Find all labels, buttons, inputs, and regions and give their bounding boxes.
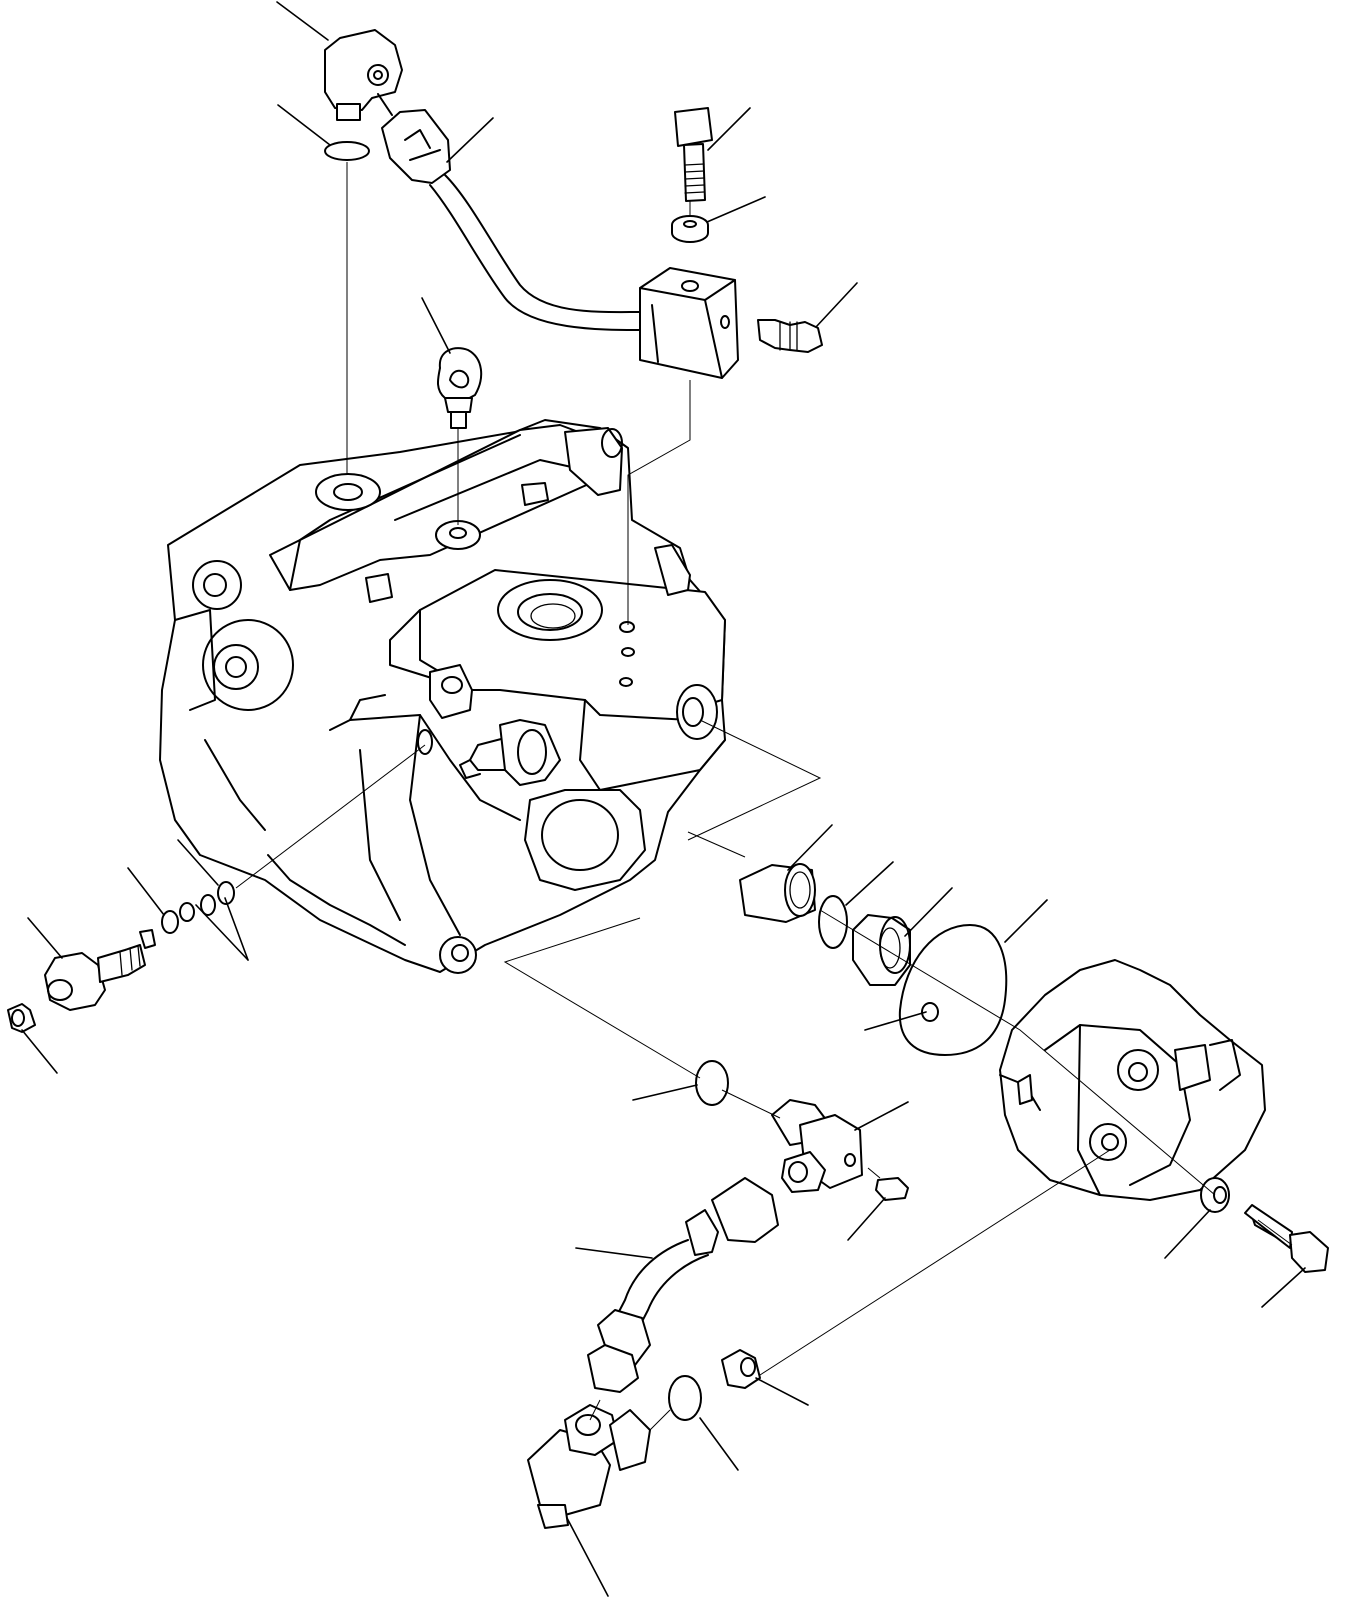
- plug-left: [7, 1003, 36, 1033]
- block-fitting-top: [639, 267, 739, 379]
- tee-fitting: [771, 1099, 863, 1193]
- o-ring-left-2: [200, 894, 216, 916]
- coupling-sleeve: [739, 863, 816, 923]
- o-ring-lower: [695, 1060, 729, 1106]
- elbow-fitting-lower: [527, 1404, 651, 1529]
- gear-pump-right: [999, 959, 1266, 1201]
- relief-valve-left: [44, 929, 156, 1011]
- high-pressure-pipe-top: [377, 93, 641, 331]
- o-ring-top: [324, 141, 370, 161]
- elbow-fitting-top: [324, 29, 403, 121]
- bushing-lower: [721, 1349, 761, 1389]
- backup-ring-left: [179, 902, 195, 922]
- plug-small: [875, 1177, 909, 1201]
- assembly-axis-lines: [235, 162, 1293, 1431]
- collar: [852, 914, 911, 986]
- eyebolt: [437, 347, 483, 429]
- main-pump-body: [159, 419, 726, 974]
- leader-lines: [21, 1, 1306, 1597]
- washer-top: [671, 215, 709, 243]
- bleeder-plug-right: [757, 319, 823, 353]
- bolt-right: [1244, 1204, 1329, 1273]
- o-ring-lower-2: [668, 1375, 702, 1421]
- o-ring-left-3: [217, 881, 235, 905]
- o-ring-left-1: [161, 910, 179, 934]
- snap-ring: [818, 895, 848, 949]
- high-pressure-pipe-lower: [587, 1177, 779, 1393]
- bolt-top: [674, 107, 713, 202]
